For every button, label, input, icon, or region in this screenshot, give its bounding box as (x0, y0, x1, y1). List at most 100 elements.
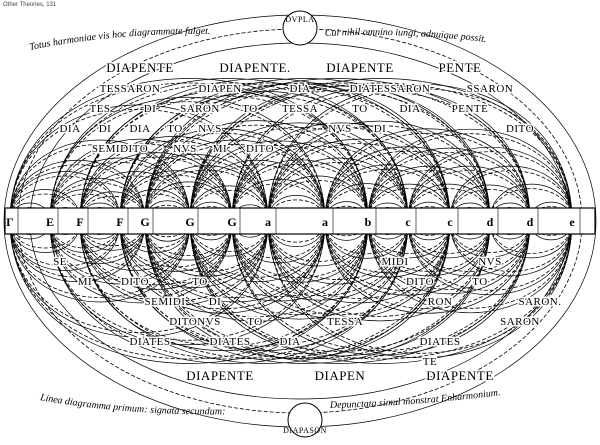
lower-interval-label: TO (472, 276, 487, 288)
upper-interval-arc (144, 124, 369, 222)
lower-interval-arc (267, 220, 369, 267)
upper-interval-label: DIA (59, 123, 80, 135)
lower-interval-arc (189, 220, 326, 278)
note-label: a (322, 215, 328, 229)
lower-interval-arc (189, 220, 573, 360)
upper-interval-label: TES (89, 103, 110, 115)
upper-interval-arc (49, 138, 233, 222)
lower-interval-arc (231, 220, 451, 320)
lower-interval-arc (267, 220, 573, 359)
lower-interval-arc (267, 220, 451, 304)
lower-interval-arc (407, 220, 573, 291)
note-label: F (76, 215, 83, 229)
upper-interval-label: SEMIDITO (92, 143, 148, 155)
upper-interval-arc (9, 144, 191, 222)
upper-interval-arc (449, 184, 531, 222)
upper-interval-label: DIAPENTE. (219, 60, 290, 75)
scale-band (4, 207, 596, 235)
lower-interval-arc (367, 220, 531, 290)
upper-interval-label: TO (242, 103, 257, 115)
upper-interval-arc (367, 152, 531, 222)
lower-interval-arc (324, 220, 409, 255)
upper-interval-arc (449, 170, 573, 222)
note-label: b (365, 215, 372, 229)
note-label: G (185, 215, 194, 229)
upper-interval-label: DIAPENTE (106, 60, 174, 75)
lower-interval-arc (189, 220, 369, 297)
lower-interval-arc (49, 220, 191, 280)
upper-interval-label: DIA (289, 83, 310, 95)
upper-interval-label: DIATESSARON (350, 83, 431, 95)
upper-interval-label: DI (99, 123, 112, 135)
upper-interval-arc (49, 178, 146, 222)
upper-interval-arc (231, 127, 451, 222)
upper-interval-arc (144, 144, 326, 222)
upper-interval-label: TO (352, 103, 367, 115)
lower-interval-label: TO (247, 316, 262, 328)
lower-interval-arc (9, 220, 146, 278)
lower-interval-arc (324, 220, 531, 314)
note-label: c (405, 215, 411, 229)
lower-interval-arc (189, 220, 573, 364)
lower-interval-arc (189, 220, 409, 315)
upper-interval-arc (189, 82, 573, 222)
lower-interval-label: MI (78, 276, 92, 288)
lower-interval-arc (407, 220, 491, 259)
upper-interval-arc (144, 185, 233, 222)
lower-interval-arc (489, 220, 573, 259)
upper-interval-arc (267, 138, 451, 222)
upper-interval-arc (267, 143, 451, 222)
lower-interval-arc (231, 220, 326, 259)
upper-interval-arc (231, 183, 326, 222)
upper-interval-arc (79, 78, 451, 222)
banner-bottom-left: Linea diagramma primum: signata secundum… (38, 392, 225, 417)
lower-interval-arc (144, 220, 369, 318)
upper-interval-arc (189, 90, 491, 222)
lower-interval-arc (144, 220, 531, 364)
lower-interval-arc (119, 220, 491, 364)
upper-interval-arc (367, 170, 491, 222)
upper-interval-arc (189, 145, 369, 222)
upper-interval-arc (324, 164, 451, 222)
banner-top-left: Totus harmoniae vis hoc diagrammate fulg… (28, 26, 210, 53)
upper-interval-arc (407, 165, 531, 222)
upper-interval-arc (49, 143, 233, 222)
lower-interval-arc (9, 220, 191, 298)
lower-interval-arc (49, 220, 146, 260)
upper-interval-arc (9, 109, 269, 222)
lower-interval-arc (367, 220, 491, 272)
upper-interval-label: PENTE (439, 60, 482, 75)
lower-interval-arc (189, 220, 409, 320)
note-label: G (140, 215, 149, 229)
upper-interval-label: DIA (129, 123, 150, 135)
upper-interval-arc (79, 175, 191, 222)
lower-interval-arc (449, 220, 573, 272)
lower-interval-arc (189, 220, 491, 357)
lower-interval-arc (267, 220, 451, 299)
upper-interval-arc (267, 125, 491, 222)
upper-interval-label: DIAPENTE (326, 60, 394, 75)
lower-interval-arc (79, 220, 451, 364)
lower-interval-label: DI (209, 296, 222, 308)
upper-interval-arc (119, 174, 233, 222)
lower-interval-label: SARON. (518, 296, 561, 308)
lower-interval-arc (324, 220, 451, 273)
upper-interval-arc (79, 171, 191, 222)
upper-interval-arc (324, 128, 531, 222)
lower-interval-arc (449, 220, 531, 258)
note-label: Γ (6, 215, 14, 229)
lower-interval-label: DITO (406, 276, 434, 288)
upper-interval-arc (267, 88, 573, 222)
upper-interval-label: SSARON (467, 83, 513, 95)
top-seal-text: DVPLA (285, 15, 314, 24)
upper-interval-arc (324, 133, 531, 222)
bottom-seal (287, 402, 323, 438)
lower-interval-label: TE (423, 356, 437, 368)
lower-interval-arc (324, 220, 451, 278)
lower-interval-label: TO (192, 276, 207, 288)
lower-interval-arc (79, 220, 191, 271)
upper-interval-label: TESSA (282, 103, 318, 115)
upper-interval-arc (367, 165, 491, 222)
upper-interval-arc (324, 187, 409, 222)
